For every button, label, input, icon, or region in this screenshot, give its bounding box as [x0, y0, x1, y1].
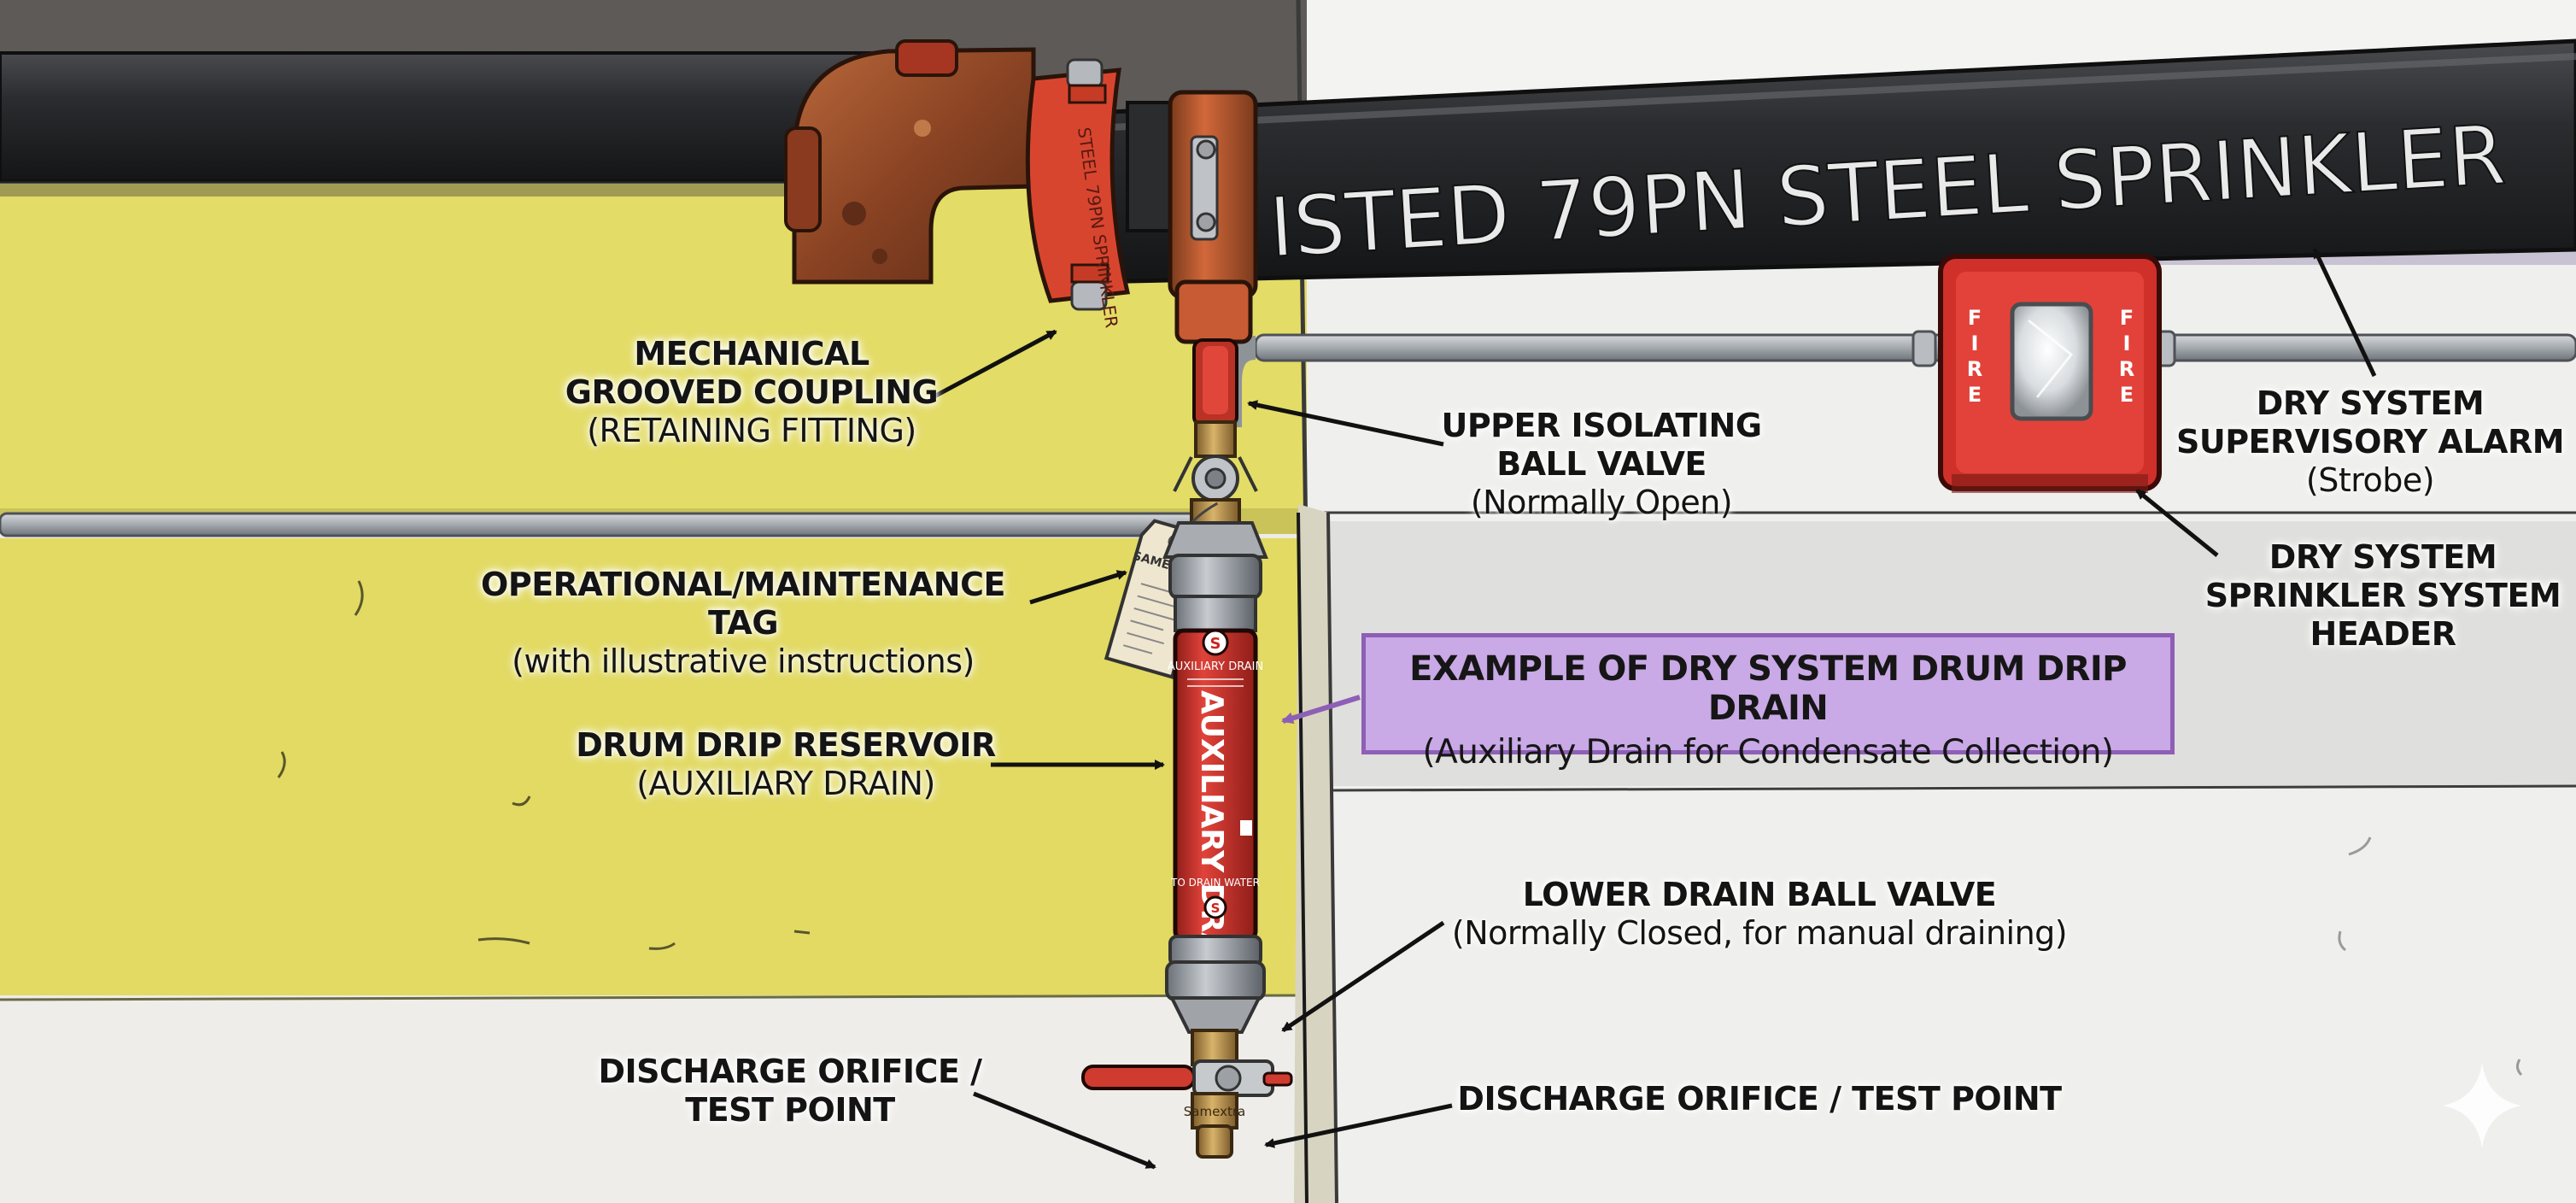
- drum-drip-drain-callout: EXAMPLE OF DRY SYSTEM DRUM DRIP DRAIN (A…: [1361, 633, 2175, 772]
- svg-text:S: S: [1210, 635, 1221, 653]
- label-title: DRUM DRIP RESERVOIR: [576, 726, 996, 764]
- label-title: DISCHARGE ORIFICE / TEST POINT: [1457, 1080, 2062, 1118]
- label-title: OPERATIONAL/MAINTENANCE TAG: [481, 566, 1005, 642]
- label-subtitle: (with illustrative instructions): [512, 642, 975, 680]
- label-subtitle: (Normally Open): [1470, 483, 1733, 521]
- label-sprinkler-header: DRY SYSTEM SPRINKLER SYSTEM HEADER: [2187, 538, 2576, 653]
- label-upper-valve: UPPER ISOLATING BALL VALVE (Normally Ope…: [1409, 407, 1794, 521]
- lower-ball-valve: Samextra: [1081, 1029, 1293, 1159]
- label-title: DRY SYSTEM SPRINKLER SYSTEM HEADER: [2204, 538, 2561, 653]
- label-maintenance-tag: OPERATIONAL/MAINTENANCE TAG (with illust…: [444, 566, 1042, 680]
- leader-arrows: [931, 248, 2377, 1170]
- label-discharge-orifice-right: DISCHARGE ORIFICE / TEST POINT: [1452, 1080, 2067, 1118]
- label-subtitle: (AUXILIARY DRAIN): [636, 764, 935, 802]
- callout-subtitle: (Auxiliary Drain for Condensate Collecti…: [1422, 733, 2114, 772]
- label-lower-valve: LOWER DRAIN BALL VALVE (Normally Closed,…: [1435, 876, 2084, 953]
- svg-text:TO DRAIN WATER: TO DRAIN WATER: [1170, 877, 1260, 889]
- label-drum-reservoir: DRUM DRIP RESERVOIR (AUXILIARY DRAIN): [564, 726, 1008, 803]
- label-grooved-coupling: MECHANICAL GROOVED COUPLING (RETAINING F…: [564, 335, 940, 449]
- grooved-coupling: STEEL 79PN SPRINKLER: [784, 39, 1258, 344]
- label-subtitle: (RETAINING FITTING): [587, 411, 916, 449]
- label-title: MECHANICAL GROOVED COUPLING: [565, 335, 939, 411]
- label-title: DRY SYSTEM SUPERVISORY ALARM: [2175, 384, 2565, 461]
- drum-drip-reservoir: S AUXILIARY DRAIN AUXILIARY DRAIN TO DRA…: [1162, 521, 1268, 1034]
- label-title: LOWER DRAIN BALL VALVE: [1522, 876, 1997, 913]
- label-title: UPPER ISOLATING BALL VALVE: [1441, 407, 1762, 483]
- callout-title: EXAMPLE OF DRY SYSTEM DRUM DRIP DRAIN: [1409, 649, 2127, 728]
- label-title: DISCHARGE ORIFICE / TEST POINT: [598, 1053, 982, 1129]
- label-subtitle: (Normally Closed, for manual draining): [1451, 913, 2068, 952]
- label-subtitle: (Strobe): [2305, 461, 2435, 499]
- svg-text:AUXILIARY DRAIN: AUXILIARY DRAIN: [1168, 660, 1263, 673]
- label-discharge-orifice-left: DISCHARGE ORIFICE / TEST POINT: [589, 1053, 991, 1130]
- upper-ball-valve: [1173, 338, 1258, 527]
- sparkle-icon: [2443, 1063, 2521, 1148]
- supervisory-alarm-strobe: [1938, 254, 2162, 493]
- conduit-pipes: [0, 330, 2576, 537]
- svg-text:Samextra: Samextra: [1184, 1104, 1245, 1119]
- svg-text:S: S: [1211, 901, 1221, 916]
- label-supervisory-alarm: DRY SYSTEM SUPERVISORY ALARM (Strobe): [2169, 384, 2571, 499]
